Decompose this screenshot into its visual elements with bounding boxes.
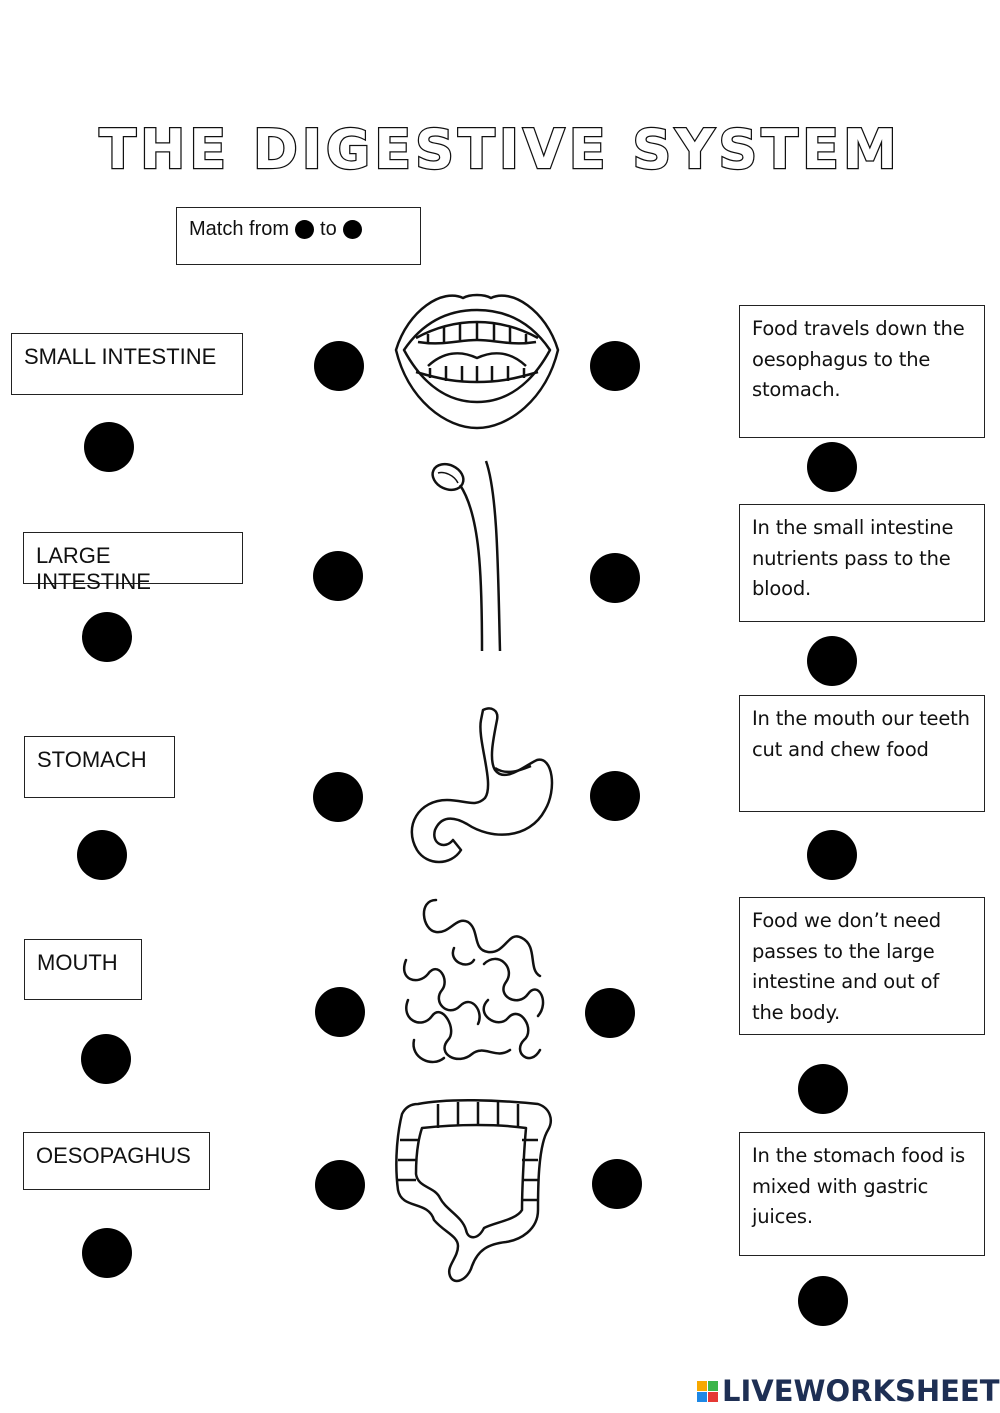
match-dot-label-3[interactable] <box>77 830 127 880</box>
description-box: Food we don’t need passes to the large i… <box>739 897 985 1035</box>
match-dot-picture-left-2[interactable] <box>313 551 363 601</box>
oesophagus-illustration <box>431 460 502 652</box>
match-dot-description-3[interactable] <box>807 830 857 880</box>
organ-label-large-intestine: LARGE INTESTINE <box>23 532 243 594</box>
match-dot-picture-right-5[interactable] <box>592 1159 642 1209</box>
brand-square <box>708 1380 718 1391</box>
match-dot-picture-right-4[interactable] <box>585 988 635 1038</box>
brand-mark-icon <box>697 1380 718 1402</box>
instruction-box: Match from to <box>176 207 421 265</box>
liveworksheets-logo: LIVEWORKSHEETS <box>697 1374 1000 1408</box>
match-dot-label-4[interactable] <box>81 1034 131 1084</box>
match-dot-picture-right-1[interactable] <box>590 341 640 391</box>
match-dot-picture-right-3[interactable] <box>590 771 640 821</box>
match-dot-description-1[interactable] <box>807 442 857 492</box>
description-box: In the stomach food is mixed with gastri… <box>739 1132 985 1256</box>
dot-icon <box>295 220 315 239</box>
match-dot-description-2[interactable] <box>807 636 857 686</box>
instruction-middle: to <box>320 218 337 240</box>
match-dot-picture-left-4[interactable] <box>315 987 365 1037</box>
small-intestine-illustration <box>402 898 545 1064</box>
match-dot-picture-left-1[interactable] <box>314 341 364 391</box>
worksheet-title: THE DIGESTIVE SYSTEM <box>98 117 901 183</box>
dot-icon <box>342 220 362 239</box>
match-dot-picture-right-2[interactable] <box>590 553 640 603</box>
match-dot-picture-left-3[interactable] <box>313 772 363 822</box>
organ-label-mouth: MOUTH <box>24 939 142 1000</box>
match-dot-description-4[interactable] <box>798 1064 848 1114</box>
organ-label-small-intestine: SMALL INTESTINE <box>11 333 243 395</box>
brand-text: LIVEWORKSHEETS <box>722 1374 1000 1408</box>
stomach-illustration <box>410 707 554 864</box>
match-dot-label-5[interactable] <box>82 1228 132 1278</box>
large-intestine-illustration <box>395 1098 552 1283</box>
organ-label-oesophagus: OESOPAGHUS <box>23 1132 210 1190</box>
description-box: In the mouth our teeth cut and chew food <box>739 695 985 812</box>
mouth-illustration <box>394 293 560 430</box>
brand-square <box>697 1391 707 1402</box>
match-dot-picture-left-5[interactable] <box>315 1160 365 1210</box>
instruction-prefix: Match from <box>189 218 290 240</box>
match-dot-description-5[interactable] <box>798 1276 848 1326</box>
description-box: In the small intestine nutrients pass to… <box>739 504 985 622</box>
brand-square <box>708 1391 718 1402</box>
match-dot-label-2[interactable] <box>82 612 132 662</box>
organ-label-stomach: STOMACH <box>24 736 175 798</box>
description-box: Food travels down the oesophagus to the … <box>739 305 985 438</box>
brand-square <box>697 1380 707 1391</box>
match-dot-label-1[interactable] <box>84 422 134 472</box>
